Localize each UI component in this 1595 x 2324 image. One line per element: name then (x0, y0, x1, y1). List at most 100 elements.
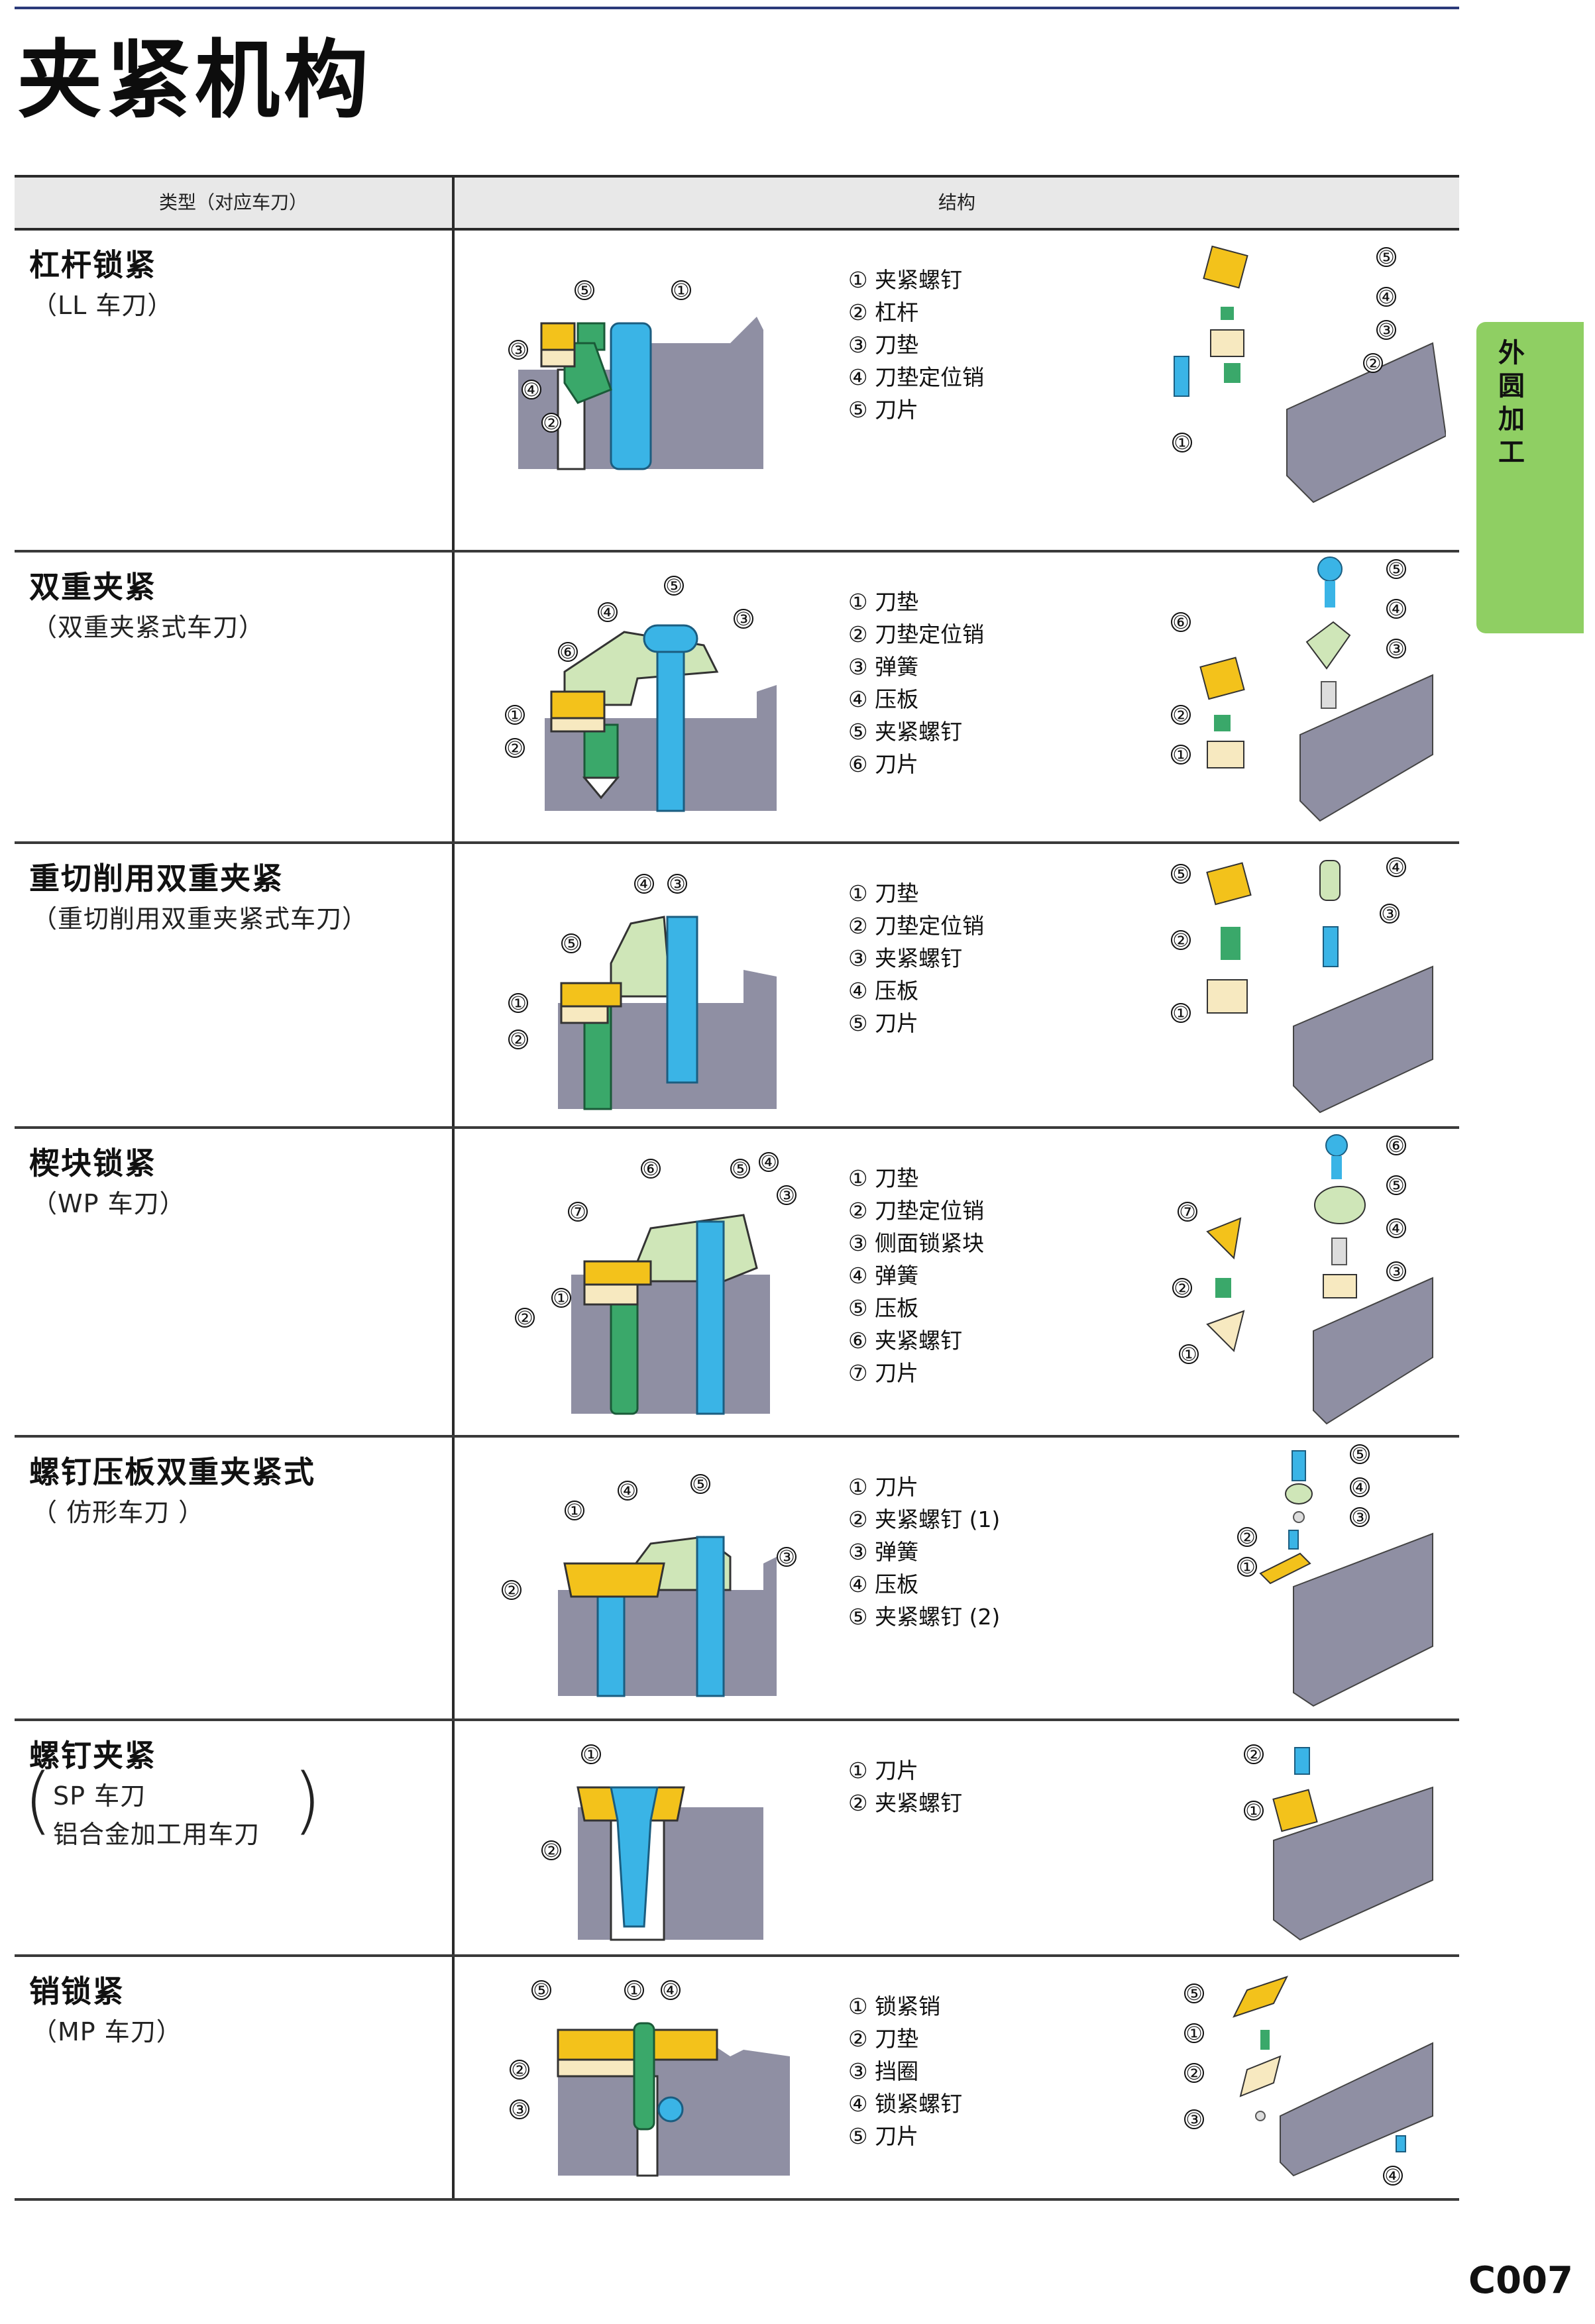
exploded-view: ⑤ ④ ③ ② ① (1172, 245, 1446, 503)
callout-label: ① (510, 992, 526, 1014)
callout-label: ① (553, 1287, 569, 1309)
part-item: ④ 锁紧螺钉 (848, 2091, 963, 2117)
callout-label: ② (1185, 2062, 1202, 2084)
callout-label: ① (673, 280, 689, 301)
callout-label: ② (506, 737, 523, 759)
top-rule (15, 7, 1459, 9)
callout-label: ④ (760, 1151, 777, 1173)
callout-label: ⑤ (563, 933, 579, 955)
callout-label: ③ (1388, 1261, 1404, 1283)
row-name: 杠杆锁紧 (29, 247, 156, 283)
part-item: ③ 弹簧 (848, 654, 919, 680)
part-item: ① 刀垫 (848, 1165, 919, 1191)
callout-label: ④ (1378, 286, 1394, 308)
part-item: ② 夹紧螺钉 (1) (848, 1506, 1001, 1532)
part-item: ⑦ 刀片 (848, 1360, 919, 1386)
part-item: ⑤ 夹紧螺钉 (2) (848, 1604, 1001, 1630)
part-item: ① 刀垫 (848, 589, 919, 615)
row-bracket-right: ) (293, 1758, 321, 1842)
callout-label: ② (516, 1307, 533, 1329)
header-type: 类型（对应车刀） (158, 191, 307, 213)
row-name: 楔块锁紧 (29, 1145, 156, 1181)
callout-label: ② (1245, 1744, 1262, 1766)
callout-label: ⑦ (1179, 1201, 1195, 1223)
callout-label: ③ (1378, 319, 1394, 341)
header-structure: 结构 (938, 191, 975, 213)
section-tab-label: 外圆加工 (1498, 338, 1525, 468)
table-row: 螺钉压板双重夹紧式 （ 仿形车刀 ） ⑤ ④ ① ③ ② ① 刀片 ② 夹紧螺钉… (15, 1438, 1459, 1721)
row-name: 螺钉压板双重夹紧式 (29, 1454, 315, 1490)
table-row: 双重夹紧 （双重夹紧式车刀） ⑤ ④ ③ ⑥ ① ② ① 刀垫 ② 刀 (15, 553, 1459, 844)
part-item: ② 刀垫定位销 (848, 913, 985, 939)
part-item: ③ 挡圈 (848, 2058, 919, 2084)
callout-label: ③ (778, 1185, 795, 1206)
callout-label: ⑤ (1351, 1444, 1368, 1465)
part-item: ④ 压板 (848, 686, 919, 712)
callout-label: ③ (669, 873, 685, 895)
callout-label: ② (1238, 1526, 1255, 1548)
callout-label: ⑥ (1172, 611, 1189, 633)
row-name: 销锁紧 (29, 1974, 125, 2009)
callout-label: ② (1364, 352, 1381, 374)
row-sub: （WP 车刀） (32, 1189, 186, 1218)
part-item: ③ 侧面锁紧块 (848, 1230, 985, 1256)
callout-label: ⑥ (642, 1158, 659, 1180)
callout-label: ④ (1351, 1477, 1368, 1499)
callout-label: ④ (635, 873, 652, 895)
row-name: 重切削用双重夹紧 (29, 861, 284, 896)
callout-label: ③ (511, 2099, 527, 2121)
table-header: 类型（对应车刀） 结构 (15, 175, 1459, 231)
part-item: ② 杠杆 (848, 299, 919, 325)
callout-label: ③ (1388, 638, 1404, 660)
part-item: ④ 弹簧 (848, 1263, 919, 1289)
callout-label: ① (582, 1744, 599, 1766)
callout-label: ⑦ (569, 1201, 586, 1223)
callout-label: ② (1174, 1277, 1190, 1299)
row-sub: （MP 车刀） (32, 2017, 182, 2046)
page-number: C007 (1468, 2259, 1573, 2302)
part-item: ② 刀垫 (848, 2026, 919, 2052)
clamping-table: 类型（对应车刀） 结构 杠杆锁紧 （LL 车刀） ⑤ ① ③ ④ ② ① 夹紧螺 (15, 175, 1459, 2201)
part-item: ① 夹紧螺钉 (848, 267, 963, 293)
callout-label: ④ (1388, 598, 1404, 620)
part-item: ③ 弹簧 (848, 1539, 919, 1565)
section-diagram: ⑤ ④ ③ ⑥ ① ② (505, 575, 777, 812)
callout-label: ① (1180, 1344, 1197, 1365)
callout-label: ③ (510, 339, 526, 361)
section-tab[interactable] (1476, 322, 1584, 633)
row-sub: （LL 车刀） (32, 291, 174, 320)
callout-label: ① (1185, 2023, 1202, 2044)
callout-label: ② (1172, 929, 1189, 951)
callout-label: ② (510, 1029, 526, 1051)
exploded-view: ⑤ ⑥ ④ ③ ② ① (1171, 556, 1433, 822)
callout-label: ④ (619, 1480, 635, 1502)
exploded-view: ⑤ ① ② ③ ④ (1184, 1976, 1433, 2187)
section-diagram: ⑥ ⑤ ④ ⑦ ③ ① ② (515, 1151, 797, 1415)
callout-label: ⑥ (1388, 1135, 1404, 1157)
page-title: 夹紧机构 (17, 31, 373, 130)
callout-label: ① (1172, 1002, 1189, 1024)
part-item: ④ 压板 (848, 978, 919, 1004)
part-item: ② 刀垫定位销 (848, 1198, 985, 1224)
callout-label: ⑤ (732, 1158, 748, 1180)
row-sub: （重切削用双重夹紧式车刀） (32, 904, 368, 933)
callout-label: ① (1174, 432, 1190, 454)
callout-label: ① (506, 704, 523, 726)
part-item: ⑤ 刀片 (848, 2123, 919, 2149)
callout-label: ③ (735, 608, 751, 630)
callout-label: ⑤ (1378, 246, 1394, 268)
parts-list: ① 锁紧销 ② 刀垫 ③ 挡圈 ④ 锁紧螺钉 ⑤ 刀片 (848, 1990, 962, 2152)
part-item: ③ 刀垫 (848, 332, 919, 358)
callout-label: ⑤ (533, 1980, 549, 2001)
callout-label: ④ (1388, 857, 1404, 878)
callout-label: ① (1238, 1556, 1255, 1578)
callout-label: ④ (523, 379, 539, 401)
parts-list: ① 刀片 ② 夹紧螺钉 (1) ③ 弹簧 ④ 压板 ⑤ 夹紧螺钉 (2) (848, 1471, 1000, 1633)
row-bracket-left: ( (24, 1758, 52, 1842)
section-diagram: ⑤ ① ④ ② ③ (510, 1980, 790, 2177)
part-item: ⑤ 刀片 (848, 1010, 919, 1036)
part-item: ⑤ 夹紧螺钉 (848, 719, 963, 745)
exploded-view: ⑤ ④ ③ ② ① (1171, 857, 1433, 1114)
part-item: ④ 压板 (848, 1571, 919, 1597)
row-sub: SP 车刀 (53, 1781, 146, 1811)
